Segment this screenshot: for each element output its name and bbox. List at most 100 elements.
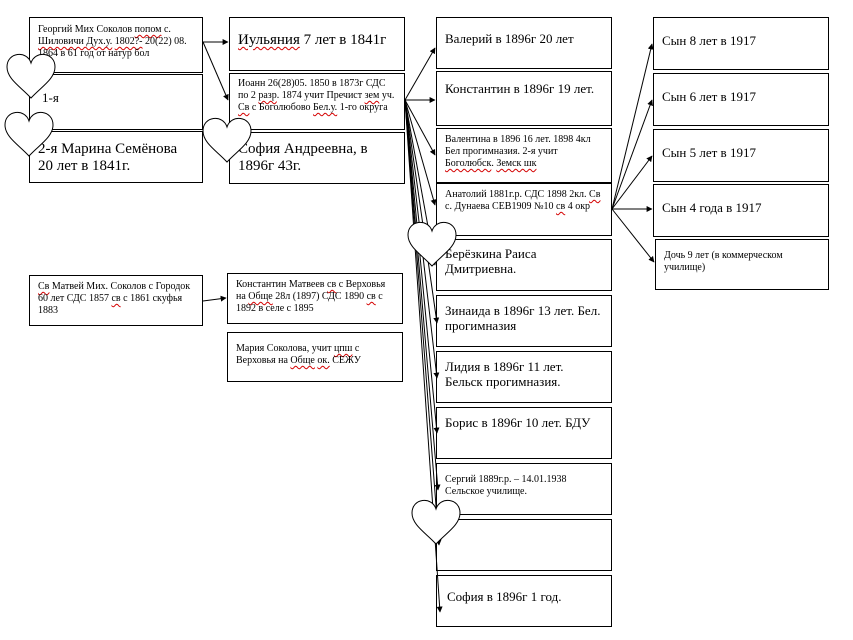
node-text: с 1892 в селе с 1895	[236, 291, 383, 314]
node-text: .	[491, 158, 497, 169]
node-text: Земск шк	[496, 158, 537, 169]
node-first-wife: 1-я	[29, 74, 203, 130]
node-son-6: Сын 6 лет в 1917	[653, 73, 829, 126]
node-zinaida: Зинаида в 1896г 13 лет. Бел. прогимназия	[436, 295, 612, 347]
node-text: с. Дунаева СЕВ1909 №10	[445, 201, 557, 212]
node-text: 1-я	[42, 90, 59, 105]
node-text: Обще	[248, 291, 273, 302]
node-text: уч.	[379, 90, 395, 101]
node-text: Св	[38, 281, 50, 292]
node-text: Сергий 1889г.р. – 14.01.1938 Сельское уч…	[445, 474, 567, 497]
node-konstantin: Константин в 1896г 19 лет.	[436, 71, 612, 126]
arrow-anatoly-son6	[611, 99, 653, 210]
node-text: Сын 5 лет в 1917	[662, 145, 756, 160]
arrow-georgy-ioann	[202, 41, 229, 101]
node-text: Св	[238, 102, 250, 113]
node-text: с Верховья на	[236, 343, 360, 366]
node-sergy: Сергий 1889г.р. – 14.01.1938 Сельское уч…	[436, 463, 612, 515]
node-ioann: Иоанн 26(28)05. 1850 в 1873г СДС по 2 ра…	[229, 73, 405, 130]
node-text: 2-я Марина Семёнова 20 лет в 1841г.	[38, 141, 178, 175]
node-raisa-berezkina: Берёзкина Раиса Дмитриевна.	[436, 239, 612, 291]
node-son-5: Сын 5 лет в 1917	[653, 129, 829, 182]
node-text: 4 окр	[565, 201, 591, 212]
node-maria-sokolova: Мария Соколова, учит цпш с Верховья на О…	[227, 332, 403, 382]
node-text: Сын 4 года в 1917	[662, 200, 762, 215]
node-text: 1-го округа	[337, 102, 388, 113]
node-text: Лидия в 1896г 11 лет. Бельск прогимназия…	[445, 359, 564, 389]
node-text: Боголюбск	[445, 158, 492, 169]
arrow-ioann-valentina	[404, 99, 436, 156]
node-text: 7 лет в 1841г	[299, 32, 387, 48]
node-text: Зинаида в 1896г 13 лет. Бел. прогимназия	[445, 303, 601, 333]
arrow-anatoly-son8	[611, 43, 654, 210]
node-text: св	[327, 279, 337, 290]
arrow-ioann-zinaida	[404, 99, 440, 324]
node-text: Георгий Мих Соколов	[38, 24, 135, 35]
node-text: Матвей Мих. Соколов с Городок 60 лет СДС…	[38, 281, 191, 304]
node-text: Мария Соколова, учит	[236, 343, 334, 354]
node-text: Валерий в 1896г 20 лет	[445, 31, 574, 46]
node-son-4: Сын 4 года в 1917	[653, 184, 829, 237]
node-text: СЕЖУ	[329, 355, 361, 366]
node-text: Дочь 9 лет (в коммерческом училище)	[664, 250, 783, 273]
node-text: . 1874 учит Пречист	[276, 90, 365, 101]
node-text: Сын 8 лет в 1917	[662, 33, 756, 48]
arrow-ioann-boris	[404, 99, 440, 434]
node-text: св	[366, 291, 376, 302]
arrow-ioann-valery	[404, 47, 436, 101]
node-text: Борис в 1896г 10 лет. БДУ	[445, 415, 591, 430]
node-text: зем	[364, 90, 380, 101]
node-marina-semenova: 2-я Марина Семёнова 20 лет в 1841г.	[29, 131, 203, 183]
node-text: Валентина в 1896 16 лет. 1898 4кл Бел пр…	[445, 134, 591, 157]
arrow-ioann-raisa	[404, 99, 437, 266]
node-konstantin-matveev: Константин Матвеев св с Верховья на Обще…	[227, 273, 403, 324]
node-text: Св	[589, 189, 601, 200]
arrow-matvey-konstantin	[202, 295, 227, 302]
arrow-ioann-lidia	[404, 99, 440, 379]
node-text: Шиловичи Дух.у.	[38, 36, 113, 47]
node-valery: Валерий в 1896г 20 лет	[436, 17, 612, 69]
node-text: разр	[258, 90, 277, 101]
node-text: 1802?-	[114, 36, 143, 47]
node-sofia-young: София в 1896г 1 год.	[436, 575, 612, 627]
node-text: 28л (1897) СДС 1890	[272, 291, 367, 302]
node-boris: Борис в 1896г 10 лет. БДУ	[436, 407, 612, 459]
node-text: Константин в 1896г 19 лет.	[445, 81, 595, 96]
node-text: с Верховья на	[236, 279, 386, 302]
node-son-8: Сын 8 лет в 1917	[653, 17, 829, 70]
node-text: Иоанн 26(28)05. 1850 в 1873г СДС по 2	[238, 78, 386, 101]
node-text: Обще	[290, 355, 315, 366]
node-text: попом	[134, 24, 162, 35]
node-empty	[436, 519, 612, 571]
arrow-ioann-empty	[404, 99, 442, 546]
node-text: св	[111, 293, 121, 304]
arrow-ioann-anatoly	[404, 99, 437, 206]
node-text: 20(22) 08. 1864 в 61 год от натур бол	[38, 36, 187, 59]
arrow-anatoly-daughter	[611, 208, 655, 263]
node-anatoly: Анатолий 1881г.р. СДС 1898 2кл. Св с. Ду…	[436, 183, 612, 236]
node-text: Берёзкина Раиса Дмитриевна.	[445, 246, 537, 276]
node-text: с 1861 скуфья 1883	[38, 293, 183, 316]
node-text: св	[556, 201, 566, 212]
node-lidia: Лидия в 1896г 11 лет. Бельск прогимназия…	[436, 351, 612, 403]
node-georgy-sokolov: Георгий Мих Соколов попом с. Шиловичи Ду…	[29, 17, 203, 73]
node-sofia-andreevna: София Андреевна, в 1896г 43г.	[229, 132, 405, 184]
node-text: София Андреевна, в 1896г 43г.	[238, 141, 368, 175]
arrow-anatoly-son5	[611, 155, 653, 210]
node-text: цпш	[333, 343, 353, 354]
node-valentina: Валентина в 1896 16 лет. 1898 4кл Бел пр…	[436, 128, 612, 183]
node-matvey-sokolov: Св Матвей Мих. Соколов с Городок 60 лет …	[29, 275, 203, 326]
node-text: с Боголюбово	[249, 102, 314, 113]
node-text: Иульяния	[238, 32, 300, 48]
node-iulyania: Иульяния 7 лет в 1841г	[229, 17, 405, 71]
node-text: ок.	[317, 355, 330, 366]
node-text: с.	[161, 24, 171, 35]
arrow-ioann-sergy	[404, 99, 441, 491]
node-text: Константин Матвеев	[236, 279, 328, 290]
arrow-ioann-sofia	[404, 99, 443, 613]
node-text: София в 1896г 1 год.	[447, 589, 562, 604]
node-daughter-9: Дочь 9 лет (в коммерческом училище)	[655, 239, 829, 290]
node-text: Анатолий 1881г.р. СДС 1898 2кл.	[445, 189, 590, 200]
node-text: Бел.у.	[313, 102, 338, 113]
